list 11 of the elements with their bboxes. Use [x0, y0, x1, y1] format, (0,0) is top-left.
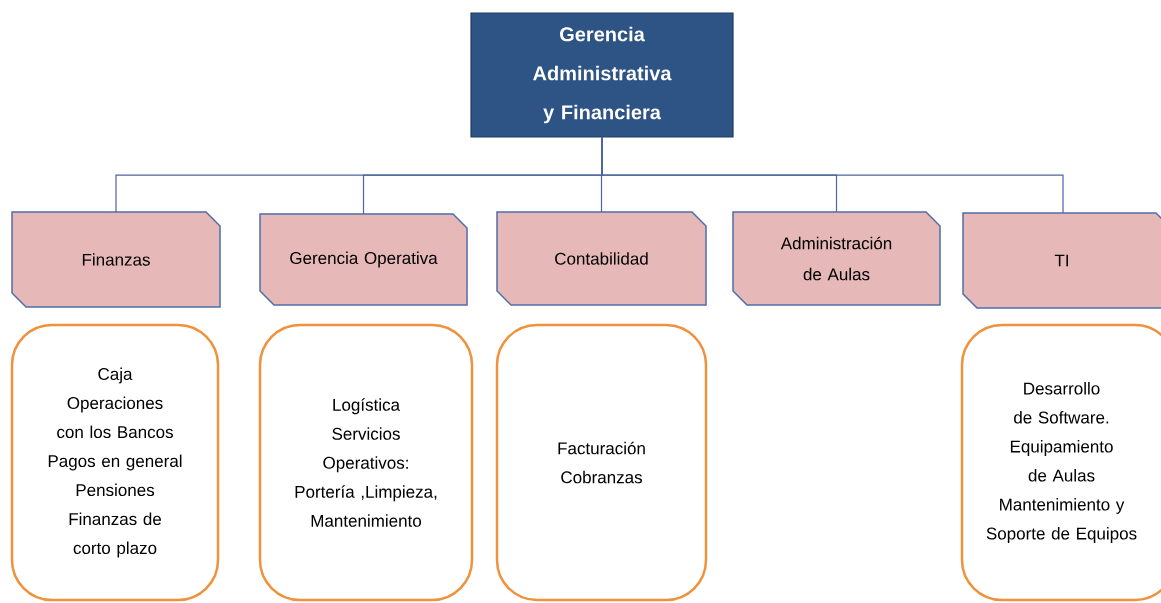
department-box: Contabilidad	[496, 211, 707, 306]
task-list-box: Desarrollo de Software. Equipamiento de Aulas Mantenimiento y Soporte de Equipos	[960, 323, 1161, 602]
department-box: Gerencia Operativa	[259, 213, 468, 306]
connector-line	[601, 136, 1064, 214]
department-box: TI	[962, 212, 1161, 309]
task-list-box: Logística Servicios Operativos: Portería ,Limpieza, Mantenimiento	[258, 323, 474, 602]
title-box: Gerencia Administrativa y Financiera	[470, 12, 734, 138]
department-box: Administración de Aulas	[732, 211, 941, 306]
task-list-box: Facturación Cobranzas	[495, 323, 708, 602]
department-box: Finanzas	[11, 211, 221, 308]
task-list-box: Caja Operaciones con los Bancos Pagos en general Pensiones Finanzas de corto plazo	[10, 323, 220, 602]
